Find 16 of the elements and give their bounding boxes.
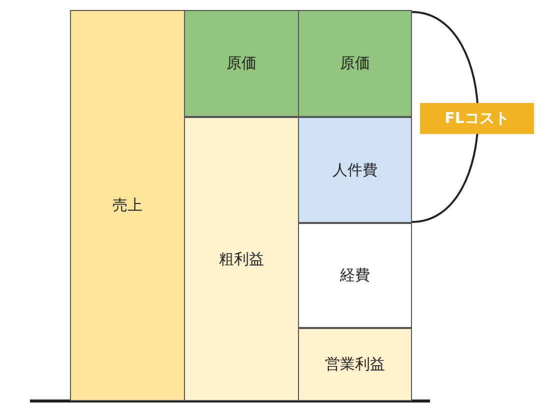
block-label: 粗利益 bbox=[219, 250, 264, 268]
bar-segment bbox=[298, 10, 412, 117]
bar-segment bbox=[184, 117, 299, 401]
tag-label bbox=[420, 103, 534, 134]
block-label: FLコスト bbox=[444, 109, 510, 128]
block-label: 原価 bbox=[340, 54, 370, 73]
block-label: 売上 bbox=[112, 196, 142, 215]
bar-segment bbox=[70, 10, 185, 401]
block-label: 原価 bbox=[226, 54, 256, 73]
block-label: 営業利益 bbox=[325, 355, 385, 374]
block-label: 人件費 bbox=[332, 160, 378, 180]
bar-segment bbox=[298, 117, 412, 223]
bar-segment bbox=[184, 10, 299, 117]
bar-segment bbox=[298, 223, 412, 328]
block-label: 経費 bbox=[340, 266, 370, 285]
bar-segment bbox=[298, 328, 412, 401]
